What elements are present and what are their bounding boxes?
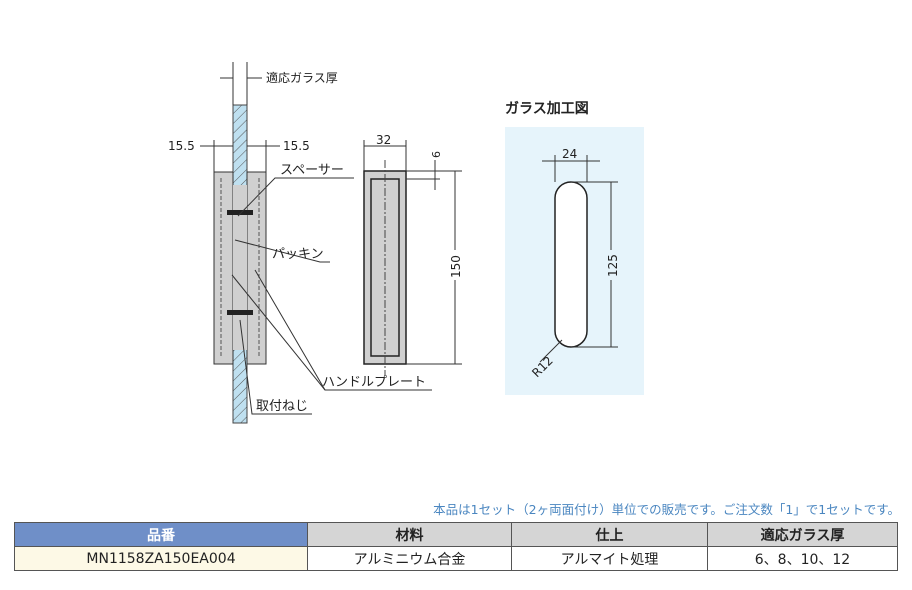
handle-plate-right <box>246 171 267 365</box>
screw-bottom <box>227 310 253 315</box>
callout-handle-plate: ハンドルプレート <box>322 375 426 390</box>
svg-text:150: 150 <box>449 255 463 278</box>
svg-text:15.5: 15.5 <box>283 139 310 153</box>
handle-plate-left <box>213 171 234 365</box>
cell-part-number: MN1158ZA150EA004 <box>14 546 308 571</box>
cell-glass-thickness: 6、8、10、12 <box>707 546 898 571</box>
front-view: 32 6 150 <box>363 133 463 375</box>
table-header-row: 品番 材料 仕上 適応ガラス厚 <box>14 522 898 547</box>
svg-text:6: 6 <box>430 151 443 158</box>
svg-text:125: 125 <box>606 254 620 277</box>
spec-table: 品番 材料 仕上 適応ガラス厚 MN1158ZA150EA004 アルミニウム合… <box>14 522 898 571</box>
glass-slot <box>554 181 588 348</box>
cell-finish: アルマイト処理 <box>511 546 708 571</box>
header-material: 材料 <box>307 522 512 547</box>
sales-unit-note: 本品は1セット（2ヶ両面付け）単位での販売です。ご注文数「1」で1セットです。 <box>433 502 900 517</box>
cell-material: アルミニウム合金 <box>307 546 512 571</box>
callout-packing: パッキン <box>272 247 324 262</box>
svg-text:ガラス加工図: ガラス加工図 <box>505 101 589 117</box>
header-finish: 仕上 <box>511 522 708 547</box>
svg-text:15.5: 15.5 <box>168 139 195 153</box>
side-view: 適応ガラス厚 15.5 15.5 スペーサー パッキン ハンドルプレート 取付ね… <box>168 62 432 424</box>
glass-processing-diagram: ガラス加工図 24 125 R12 <box>505 101 644 395</box>
svg-text:24: 24 <box>562 147 577 161</box>
svg-text:32: 32 <box>376 133 391 147</box>
svg-text:適応ガラス厚: 適応ガラス厚 <box>266 70 338 85</box>
header-part-number: 品番 <box>14 522 308 547</box>
callout-spacer: スペーサー <box>280 163 344 178</box>
callout-screw: 取付ねじ <box>256 399 308 414</box>
header-glass-thickness: 適応ガラス厚 <box>707 522 898 547</box>
table-row: MN1158ZA150EA004 アルミニウム合金 アルマイト処理 6、8、10… <box>14 546 898 571</box>
screw-top <box>227 210 253 215</box>
